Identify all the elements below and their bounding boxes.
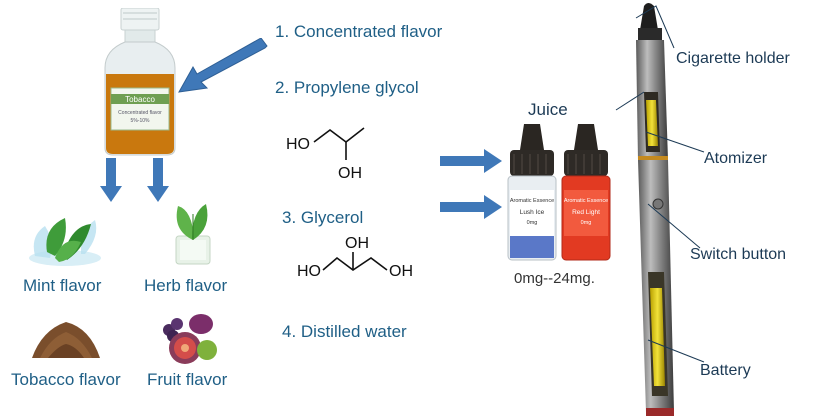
- glycerol-right-oh-label: OH: [389, 263, 413, 280]
- pg-ho-label: HO: [286, 136, 310, 153]
- flavor-label-mint: Mint flavor: [23, 276, 102, 295]
- red-light-strength: 0mg: [581, 220, 592, 226]
- down-arrow-right-icon: [147, 158, 169, 202]
- glycerol-ho-label: HO: [297, 263, 321, 280]
- ecig-label-cigarette-holder: Cigarette holder: [676, 50, 790, 67]
- juice-title: Juice: [528, 100, 568, 119]
- lush-ice-brand: Aromatic Essence: [510, 198, 554, 204]
- concentrated-flavor-bottle: Tobacco Concentrated flavor 5%-10%: [104, 8, 176, 156]
- red-light-brand: Aromatic Essence: [564, 198, 608, 204]
- herb-leaf-image: [175, 204, 211, 265]
- right-arrow-lower-icon: [440, 195, 502, 219]
- ingredient-glycerol: 3. Glycerol: [282, 208, 364, 227]
- bottle-sublabel-1: Concentrated flavor: [118, 110, 162, 116]
- fruit-image: [163, 314, 217, 364]
- bottle-sublabel-2: 5%-10%: [131, 118, 150, 124]
- glycerol-structure: HO OH OH: [297, 235, 413, 280]
- juice-bottle-lush-ice: Aromatic Essence Lush Ice 0mg: [507, 124, 557, 261]
- juice-nicotine-range: 0mg--24mg.: [514, 270, 595, 287]
- glycerol-top-oh-label: OH: [345, 235, 369, 252]
- ingredient-propylene-glycol: 2. Propylene glycol: [275, 78, 419, 97]
- bottle-label: Tobacco: [125, 95, 155, 104]
- flavor-label-fruit: Fruit flavor: [147, 370, 228, 389]
- ecig-leader-lines: [615, 5, 705, 363]
- propylene-glycol-structure: HO OH: [286, 127, 365, 182]
- juice-bottle-red-light: Aromatic Essence Red Light 0mg: [561, 124, 611, 261]
- arrow-to-bottle-icon: [178, 38, 268, 93]
- pg-oh-label: OH: [338, 165, 362, 182]
- flavor-label-tobacco: Tobacco flavor: [11, 370, 121, 389]
- tobacco-leaves-image: [32, 322, 100, 358]
- e-cigarette-image: [636, 3, 674, 416]
- ingredient-distilled-water: 4. Distilled water: [282, 322, 407, 341]
- down-arrow-left-icon: [100, 158, 122, 202]
- ingredient-concentrated-flavor: 1. Concentrated flavor: [275, 22, 443, 41]
- mint-leaves-image: [29, 218, 101, 266]
- flavor-label-herb: Herb flavor: [144, 276, 228, 295]
- right-arrow-upper-icon: [440, 149, 502, 173]
- red-light-name: Red Light: [572, 209, 600, 216]
- lush-ice-strength: 0mg: [527, 220, 538, 226]
- ecig-label-switch-button: Switch button: [690, 246, 787, 263]
- ecig-label-battery: Battery: [700, 362, 751, 379]
- lush-ice-name: Lush Ice: [520, 209, 545, 216]
- ecig-label-atomizer: Atomizer: [704, 150, 768, 167]
